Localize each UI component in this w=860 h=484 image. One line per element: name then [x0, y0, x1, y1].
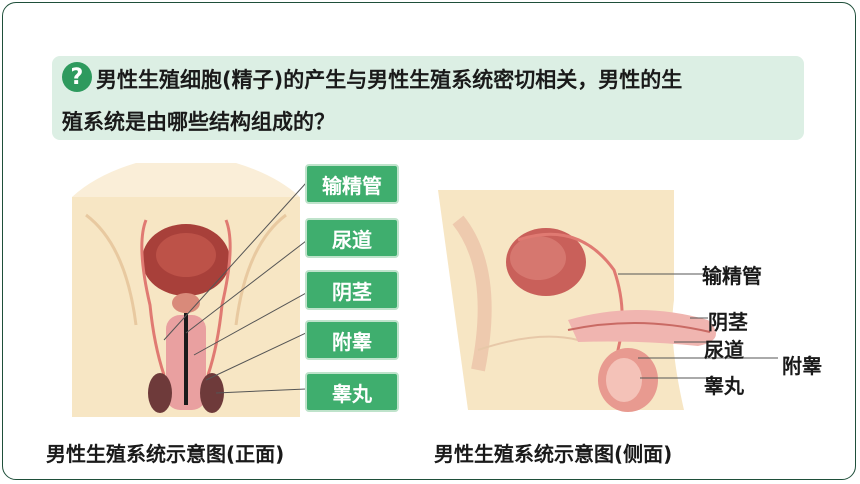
caption-front-view: 男性生殖系统示意图(正面): [46, 442, 285, 466]
question-box: [52, 56, 804, 140]
side-label-vas-deferens: 输精管: [702, 264, 762, 288]
side-label-urethra: 尿道: [704, 338, 744, 362]
side-view-diagram: [438, 190, 778, 412]
question-text-line2: 殖系统是由哪些结构组成的？: [62, 110, 335, 134]
front-view-diagram: [72, 163, 306, 417]
label-testis: 睾丸: [305, 372, 399, 412]
side-label-testis: 睾丸: [704, 374, 744, 398]
caption-side-view: 男性生殖系统示意图(侧面): [434, 442, 673, 466]
label-urethra: 尿道: [305, 218, 399, 258]
label-epididymis: 附睾: [305, 320, 399, 360]
label-vas-deferens: 输精管: [305, 164, 399, 204]
side-label-penis: 阴茎: [708, 310, 748, 334]
question-text-line1: 男性生殖细胞(精子)的产生与男性生殖系统密切相关，男性的生: [96, 68, 683, 92]
side-label-epididymis: 附睾: [782, 354, 822, 378]
label-penis: 阴茎: [305, 270, 399, 310]
